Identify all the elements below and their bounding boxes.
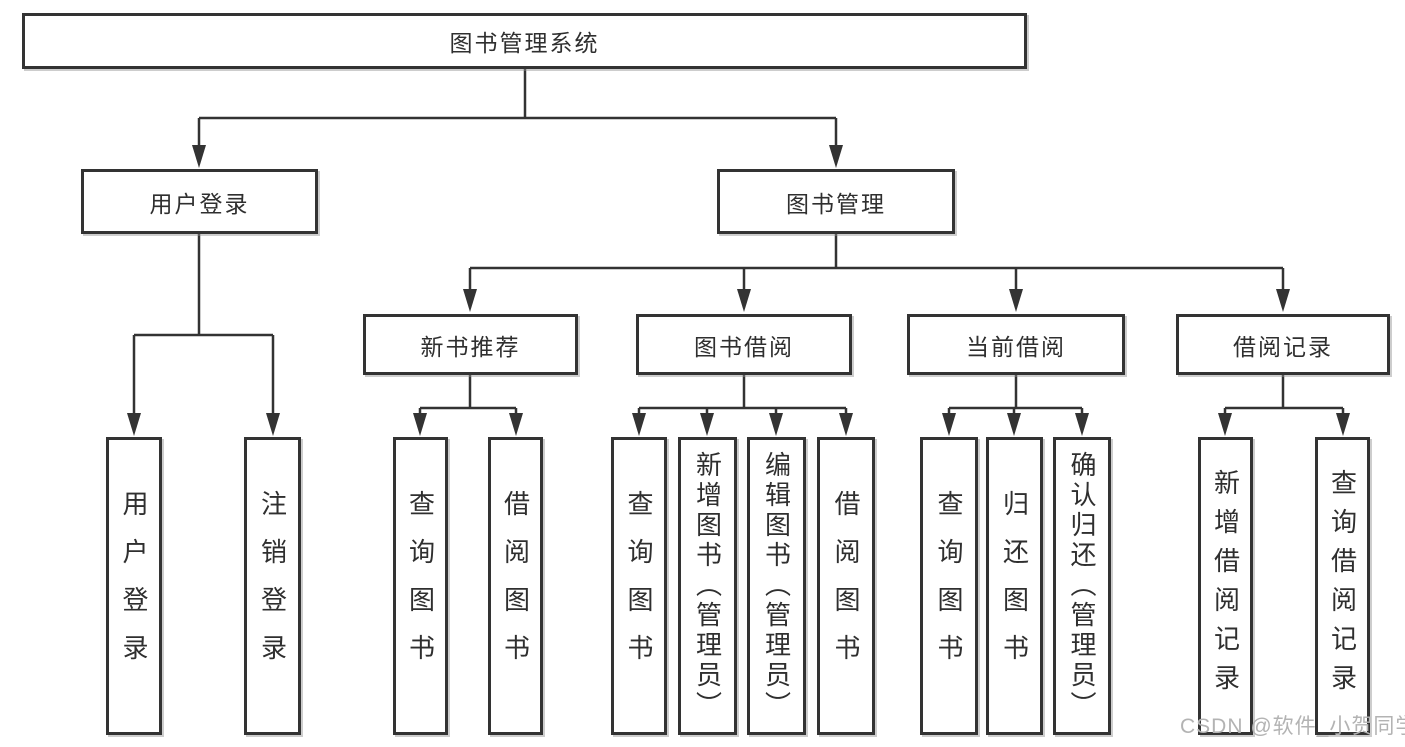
csdn-watermark: CSDN @软件_小贺同学	[1180, 715, 1405, 738]
leaf-query-books-recommend: 查询图书	[393, 437, 448, 735]
leaf-borrow-books-borrowing: 借阅图书	[817, 437, 875, 735]
leaf-query-books-borrowing: 查询图书	[611, 437, 667, 735]
node-label: 新增借阅记录	[1210, 469, 1241, 703]
node-label: 用户登录	[149, 190, 250, 217]
node-label: 图书管理系统	[449, 30, 600, 56]
node-current-borrowing: 当前借阅	[907, 314, 1125, 375]
node-label: 确认归还（管理员）	[1067, 451, 1097, 721]
node-label: 查询图书	[405, 490, 436, 682]
node-label: 新增图书（管理员）	[692, 451, 723, 721]
leaf-query-borrow-record: 查询借阅记录	[1315, 437, 1370, 735]
node-label: 新书推荐	[420, 333, 521, 360]
leaf-edit-book-admin: 编辑图书（管理员）	[747, 437, 806, 735]
node-user-login: 用户登录	[81, 169, 318, 234]
node-library-system: 图书管理系统	[22, 13, 1027, 69]
node-label: 查询图书	[624, 490, 654, 682]
node-borrowing-records: 借阅记录	[1176, 314, 1390, 375]
node-label: 查询借阅记录	[1327, 469, 1358, 703]
node-label: 借阅记录	[1233, 333, 1333, 360]
node-label: 编辑图书（管理员）	[761, 451, 792, 721]
node-book-management: 图书管理	[717, 169, 955, 234]
node-label: 借阅图书	[500, 490, 531, 682]
leaf-add-book-admin: 新增图书（管理员）	[678, 437, 737, 735]
node-label: 用户登录	[119, 490, 149, 682]
node-label: 图书管理	[786, 190, 886, 217]
leaf-return-books: 归还图书	[986, 437, 1043, 735]
leaf-confirm-return-admin: 确认归还（管理员）	[1053, 437, 1111, 735]
node-label: 归还图书	[999, 490, 1030, 682]
leaf-query-books-current: 查询图书	[920, 437, 978, 735]
leaf-user-login: 用户登录	[106, 437, 162, 735]
node-new-book-recommend: 新书推荐	[363, 314, 578, 375]
node-label: 查询图书	[934, 490, 964, 682]
leaf-logout: 注销登录	[244, 437, 301, 735]
node-label: 注销登录	[257, 490, 288, 682]
node-book-borrowing: 图书借阅	[636, 314, 852, 375]
node-label: 借阅图书	[831, 490, 861, 682]
node-label: 当前借阅	[966, 333, 1066, 360]
leaf-borrow-books-recommend: 借阅图书	[488, 437, 543, 735]
node-label: 图书借阅	[694, 333, 794, 360]
leaf-add-borrow-record: 新增借阅记录	[1198, 437, 1253, 735]
